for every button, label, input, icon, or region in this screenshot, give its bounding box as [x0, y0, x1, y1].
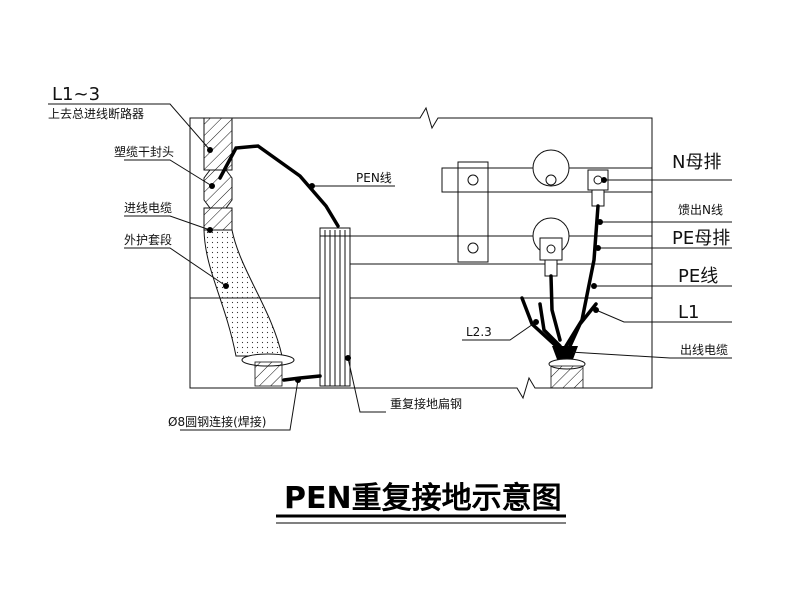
cabinet-outline: [189, 106, 653, 400]
diagram-title: PEN重复接地示意图: [284, 481, 562, 516]
label-feed-n: 馈出N线: [678, 203, 723, 217]
label-pe-wire: PE线: [678, 266, 718, 287]
label-outgoing-cable: 出线电缆: [680, 343, 728, 357]
label-protective-sleeve: 外护套段: [124, 232, 172, 247]
outgoing-cable: [520, 204, 600, 389]
pen-wire: [218, 144, 340, 228]
label-cable-head: 塑缆干封头: [114, 144, 174, 159]
bolt-icon: [545, 174, 557, 186]
label-pen-wire: PEN线: [356, 171, 392, 185]
label-l1-3: L1~3: [52, 84, 100, 105]
label-round-steel: Ø8圆钢连接(焊接): [168, 414, 266, 429]
label-l1: L1: [678, 302, 699, 323]
round-steel-connection: [282, 374, 322, 382]
label-incoming-cable: 进线电缆: [124, 201, 172, 215]
bolt-icon: [467, 174, 479, 186]
pe-busbar: [467, 217, 570, 277]
label-flat-steel: 重复接地扁钢: [390, 396, 462, 411]
protective-sleeve: [203, 229, 283, 357]
leader-lines: [48, 103, 732, 431]
label-n-busbar: N母排: [672, 152, 721, 173]
bolt-icon: [467, 242, 479, 254]
label-pe-busbar: PE母排: [672, 228, 730, 249]
flat-steel-bar: [319, 227, 351, 387]
label-l23: L2.3: [466, 325, 492, 339]
cable-head-icon: [203, 169, 233, 209]
incoming-conduit: [203, 117, 295, 387]
label-upper-breaker: 上去总进线断路器: [48, 106, 144, 121]
